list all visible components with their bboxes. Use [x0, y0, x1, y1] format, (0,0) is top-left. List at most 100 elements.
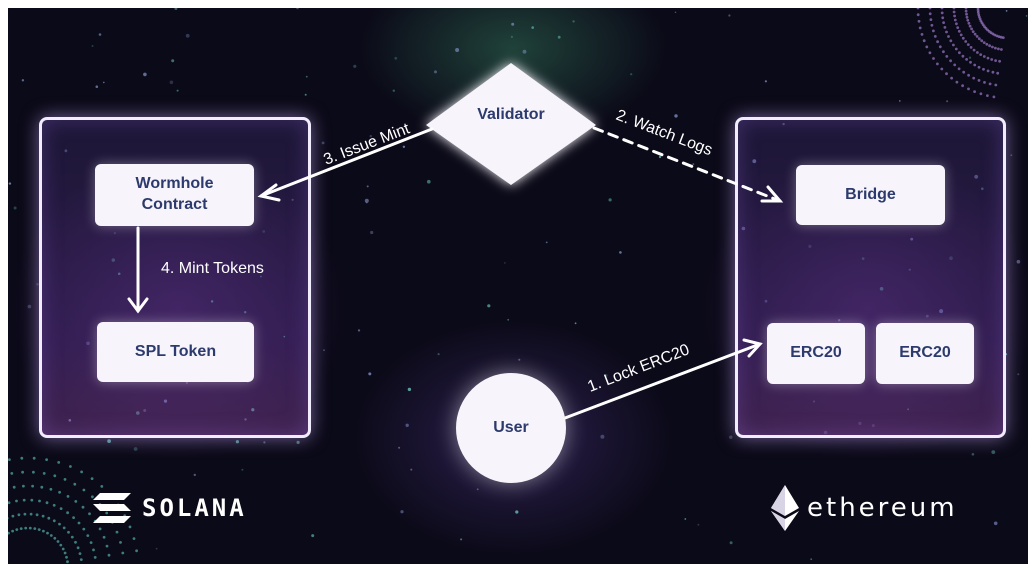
background-dot — [311, 534, 315, 538]
background-dot — [928, 12, 932, 16]
background-dot — [979, 19, 983, 23]
background-dot — [958, 51, 961, 55]
background-dot — [968, 24, 972, 28]
watch-logs-arrow — [592, 126, 784, 203]
background-dot — [572, 20, 575, 23]
background-dot — [8, 182, 12, 185]
background-dot — [10, 472, 14, 475]
background-dot — [922, 39, 926, 43]
background-dot — [394, 56, 398, 60]
background-dot — [128, 525, 132, 529]
lock-erc20-arrow — [563, 338, 763, 420]
background-dot — [976, 8, 980, 12]
background-dot — [77, 521, 81, 525]
background-dot — [982, 41, 986, 44]
background-dot — [975, 35, 979, 38]
background-dot — [321, 141, 325, 145]
background-dot — [988, 82, 992, 86]
background-dot — [61, 547, 65, 551]
erc20-node: ERC20 — [767, 323, 865, 384]
background-dot — [305, 75, 308, 78]
background-dot — [57, 461, 61, 464]
background-dot — [400, 510, 404, 514]
background-dot — [460, 538, 463, 541]
background-dot — [86, 534, 90, 537]
background-dot — [1005, 10, 1008, 12]
background-dot — [304, 93, 307, 96]
background-dot — [1000, 48, 1003, 51]
background-dot — [15, 528, 19, 531]
background-dot — [185, 381, 189, 384]
wormhole-contract-node: Wormhole Contract — [95, 164, 254, 226]
background-dot — [945, 55, 949, 58]
background-dot — [111, 258, 116, 262]
background-dot — [78, 552, 82, 555]
background-dot — [936, 40, 939, 44]
background-dot — [945, 72, 948, 76]
background-dot — [977, 37, 981, 41]
background-dot — [65, 555, 68, 559]
background-dot — [434, 70, 437, 74]
background-dot — [977, 15, 981, 19]
ethereum-wordmark: ethereum — [807, 493, 958, 523]
background-dot — [953, 18, 957, 22]
background-dot — [985, 42, 989, 46]
background-dot — [950, 76, 953, 80]
background-dot — [932, 57, 935, 60]
background-dot — [979, 53, 983, 56]
background-dot — [11, 514, 15, 518]
background-dot — [291, 198, 294, 201]
background-dot — [20, 456, 24, 460]
background-dot — [962, 70, 966, 74]
background-dot — [136, 411, 140, 415]
background-dot — [135, 549, 138, 553]
background-dot — [729, 541, 733, 545]
spl-token-node: SPL Token — [97, 322, 254, 382]
background-dot — [942, 50, 945, 54]
solana-logo: SOLANA — [92, 488, 247, 528]
background-dot — [961, 84, 964, 88]
background-dot — [171, 59, 175, 63]
background-dot — [939, 309, 944, 314]
background-dot — [947, 35, 950, 38]
background-dot — [73, 482, 77, 486]
background-dot — [991, 450, 996, 454]
background-dot — [174, 8, 178, 10]
background-dot — [244, 418, 247, 421]
background-dot — [961, 54, 965, 58]
issue-mint-label: 3. Issue Mint — [321, 120, 412, 169]
background-dot — [98, 527, 102, 531]
background-dot — [102, 535, 106, 539]
background-dot — [916, 13, 920, 17]
background-dot — [176, 89, 179, 92]
background-dot — [410, 468, 413, 471]
background-dot — [823, 430, 828, 435]
background-dot — [163, 399, 168, 403]
background-dot — [861, 257, 865, 260]
background-dot — [33, 527, 37, 530]
background-dot — [511, 22, 515, 26]
background-dot — [994, 59, 997, 62]
background-dot — [32, 456, 36, 460]
background-dot — [251, 408, 255, 412]
background-dot — [994, 46, 997, 50]
background-dot — [103, 81, 105, 84]
background-dot — [946, 100, 949, 103]
background-dot — [155, 547, 158, 550]
background-dot — [968, 56, 972, 59]
background-dot — [957, 29, 961, 33]
background-dot — [58, 490, 61, 494]
background-dot — [982, 67, 985, 71]
background-dot — [992, 95, 996, 99]
background-dot — [52, 503, 56, 507]
background-dot — [990, 58, 994, 61]
background-dot — [113, 232, 116, 235]
background-dot — [370, 230, 374, 235]
background-dot — [260, 275, 262, 278]
background-dot — [296, 440, 300, 444]
background-dot — [133, 447, 138, 451]
background-dot — [965, 58, 968, 61]
background-dot — [977, 65, 981, 69]
background-dot — [810, 558, 813, 561]
background-dot — [82, 527, 86, 531]
